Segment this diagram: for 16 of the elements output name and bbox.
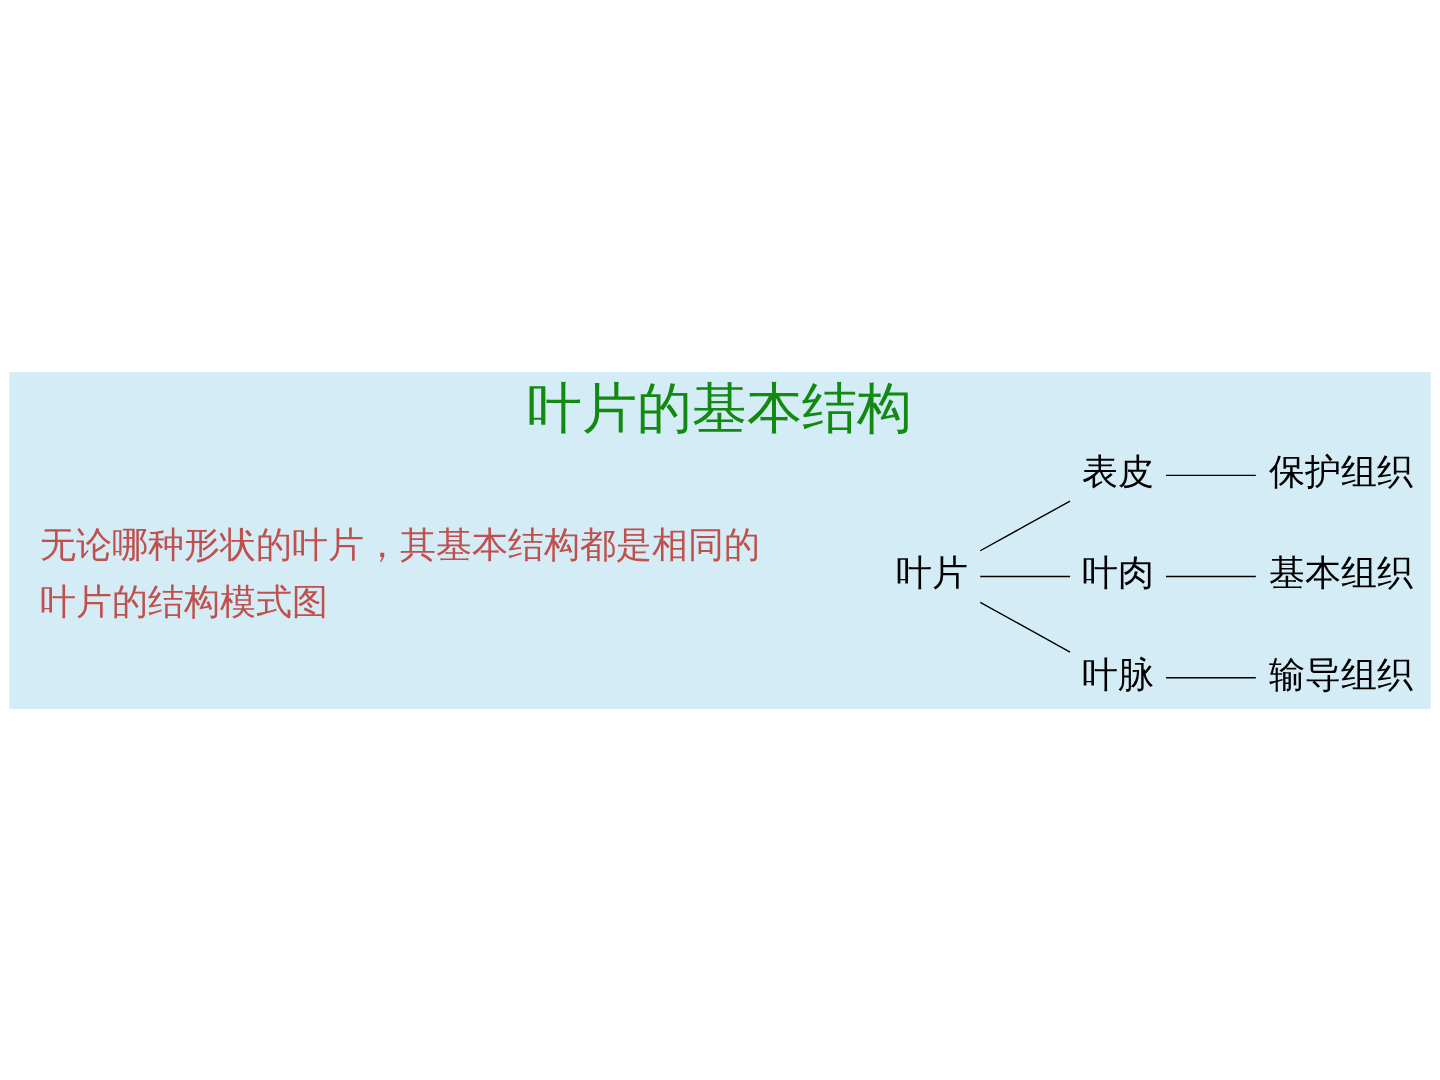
node-text: 输导组织 bbox=[1268, 653, 1413, 696]
label: 无论哪种形状的叶片，其基本结构都是相同的 bbox=[39, 523, 760, 566]
node-text: 表皮 bbox=[1082, 450, 1155, 493]
connector bbox=[979, 575, 1071, 577]
connector bbox=[979, 601, 1071, 653]
diagram-title: 叶片的基本结构 bbox=[527, 375, 913, 440]
node-text: 叶片 bbox=[896, 551, 969, 594]
connector bbox=[1165, 575, 1257, 577]
node-text: 叶脉 bbox=[1082, 653, 1155, 696]
connector bbox=[1165, 676, 1257, 678]
node-text: 基本组织 bbox=[1268, 551, 1413, 594]
connector bbox=[1165, 474, 1257, 476]
node-text: 保护组织 bbox=[1268, 450, 1413, 493]
connector bbox=[979, 499, 1071, 551]
node-text: 叶肉 bbox=[1082, 551, 1155, 594]
label: 叶片的结构模式图 bbox=[39, 580, 328, 623]
